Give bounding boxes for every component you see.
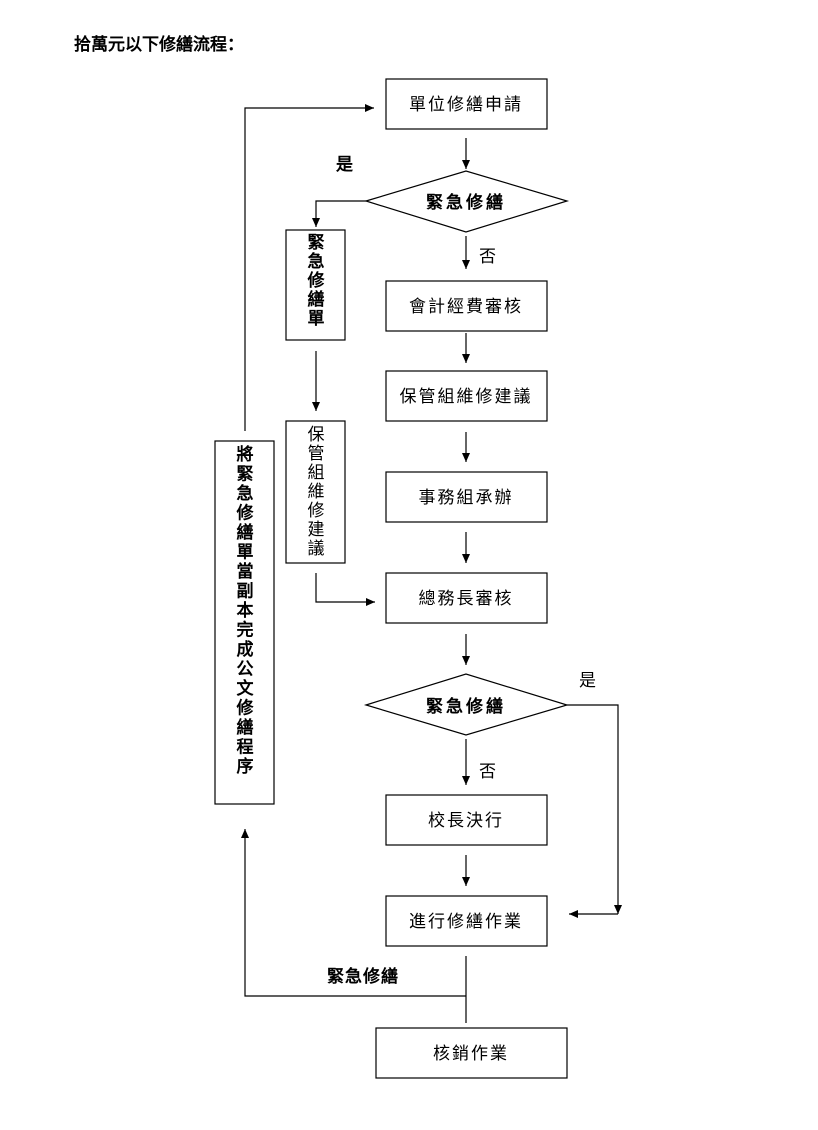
node-custody-1: 保管組維修建議 [385, 370, 548, 422]
node-accounting: 會計經費審核 [385, 280, 548, 332]
node-urgent-decision-1: 緊急修繕 [363, 170, 570, 233]
label-yes-1: 是 [336, 155, 353, 175]
node-copy-label: 將緊急修繕單當副本完成公文修繕程序 [236, 444, 255, 777]
node-custody-1-label: 保管組維修建議 [400, 387, 533, 407]
node-urgent-decision-2: 緊急修繕 [363, 673, 570, 736]
node-principal: 校長決行 [385, 794, 548, 846]
edge-copy-to-apply [244, 104, 374, 431]
node-urgent-decision-1-label: 緊急修繕 [426, 192, 506, 213]
node-principal-label: 校長決行 [428, 811, 504, 831]
node-custody-2-label: 保管組維修建議 [308, 425, 325, 559]
edge-repair-urgent-back [241, 829, 466, 997]
label-no-1: 否 [479, 247, 496, 267]
node-accounting-label: 會計經費審核 [409, 297, 523, 317]
label-yes-2: 是 [579, 671, 596, 691]
label-urgent-edge: 緊急修繕 [327, 966, 399, 987]
node-urgent-form: 緊急修繕單 [285, 229, 346, 341]
node-affairs-label: 事務組承辦 [419, 488, 514, 508]
node-writeoff-label: 核銷作業 [433, 1044, 509, 1064]
node-urgent-decision-2-label: 緊急修繕 [426, 696, 506, 717]
node-custody-2: 保管組維修建議 [285, 420, 346, 564]
node-urgent-form-label: 緊急修繕單 [307, 233, 326, 329]
node-writeoff: 核銷作業 [375, 1027, 568, 1079]
node-affairs: 事務組承辦 [385, 471, 548, 523]
edge-custody2-to-general [315, 573, 375, 606]
node-copy: 將緊急修繕單當副本完成公文修繕程序 [214, 440, 275, 805]
label-no-2: 否 [479, 762, 496, 782]
node-general: 總務長審核 [385, 572, 548, 624]
node-repair-label: 進行修繕作業 [409, 912, 523, 932]
edge-urgent1-yes [312, 200, 366, 227]
edge-urgent2-yes [567, 704, 622, 914]
node-general-label: 總務長審核 [419, 589, 514, 609]
page-title: 拾萬元以下修繕流程： [74, 34, 244, 55]
node-apply: 單位修繕申請 [385, 78, 548, 130]
node-apply-label: 單位修繕申請 [409, 95, 523, 115]
node-repair: 進行修繕作業 [385, 895, 548, 947]
